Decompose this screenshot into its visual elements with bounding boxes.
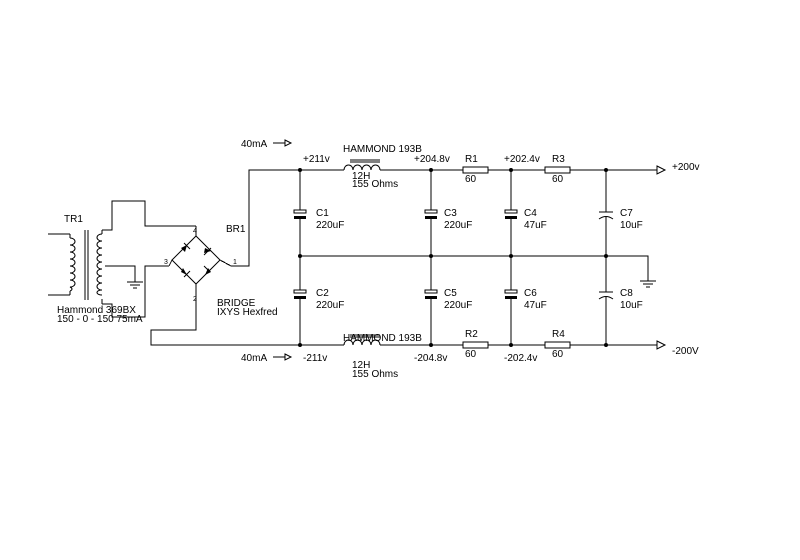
capacitor-c4-ref: C4 bbox=[524, 208, 537, 219]
capacitor-c8-value: 10uF bbox=[620, 300, 643, 311]
bridge-pin-1: 1 bbox=[233, 259, 237, 266]
top-rail: 40mA +211v HAMMOND 193B 12H 155 Ohms +20… bbox=[241, 139, 700, 190]
capacitor-c3-value: 220uF bbox=[444, 220, 472, 231]
resistor-r2-ref: R2 bbox=[465, 329, 478, 340]
negative-wire bbox=[150, 294, 344, 346]
bridge-ref-label: BR1 bbox=[226, 224, 246, 235]
bridge-pin-3: 3 bbox=[164, 259, 168, 266]
capacitor-c2-value: 220uF bbox=[316, 300, 344, 311]
transformer-tr1: TR1 Hammond 369BX 150 - 0 - 150 75mA bbox=[48, 214, 143, 325]
output-arrow-bottom bbox=[656, 340, 667, 350]
capacitor-c3-ref: C3 bbox=[444, 208, 457, 219]
choke-bottom-name: HAMMOND 193B bbox=[343, 333, 422, 344]
capacitor-c5 bbox=[424, 289, 438, 299]
resistor-r2-value: 60 bbox=[465, 349, 477, 360]
voltage-top-3: +202.4v bbox=[504, 154, 540, 165]
resistor-r1-value: 60 bbox=[465, 174, 477, 185]
voltage-bottom-out: -200V bbox=[672, 346, 699, 357]
voltage-bottom-3: -202.4v bbox=[504, 353, 537, 364]
resistor-r4 bbox=[544, 341, 571, 349]
choke-bottom-inductor bbox=[343, 334, 381, 346]
capacitor-c1-value: 220uF bbox=[316, 220, 344, 231]
choke-top-resistance: 155 Ohms bbox=[352, 179, 398, 190]
resistor-r2 bbox=[462, 341, 489, 349]
ground-symbol-ct bbox=[127, 281, 143, 289]
resistor-r3 bbox=[544, 166, 571, 174]
resistor-r4-ref: R4 bbox=[552, 329, 565, 340]
capacitor-c4 bbox=[504, 209, 518, 219]
choke-top-inductance: 12H bbox=[352, 171, 370, 182]
transformer-part-label: Hammond 369BX bbox=[57, 305, 136, 316]
capacitor-c1 bbox=[293, 209, 307, 219]
resistor-r3-value: 60 bbox=[552, 174, 564, 185]
capacitor-c7-value: 10uF bbox=[620, 220, 643, 231]
voltage-bottom-2: -204.8v bbox=[414, 353, 447, 364]
cap-column-3: C4 47uF C6 47uF bbox=[504, 170, 547, 345]
capacitor-c7-ref: C7 bbox=[620, 208, 633, 219]
voltage-bottom-1: -211v bbox=[303, 353, 327, 364]
current-arrow-bottom bbox=[273, 353, 293, 361]
capacitor-c2-ref: C2 bbox=[316, 288, 329, 299]
capacitor-c6-value: 47uF bbox=[524, 300, 547, 311]
capacitor-c5-ref: C5 bbox=[444, 288, 457, 299]
capacitor-c5-value: 220uF bbox=[444, 300, 472, 311]
capacitor-c3 bbox=[424, 209, 438, 219]
bridge-diode-br bbox=[203, 265, 211, 275]
resistor-r1-ref: R1 bbox=[465, 154, 478, 165]
resistor-r4-value: 60 bbox=[552, 349, 564, 360]
secondary-coil bbox=[96, 233, 103, 296]
choke-top-inductor bbox=[343, 159, 381, 171]
bridge-name-label: BRIDGE bbox=[217, 298, 256, 309]
bridge-part-label: IXYS Hexfred bbox=[217, 307, 278, 318]
bridge-pin-4: 4 bbox=[193, 228, 197, 235]
choke-bottom-resistance: 155 Ohms bbox=[352, 369, 398, 380]
resistor-r1 bbox=[462, 166, 489, 174]
voltage-top-2: +204.8v bbox=[414, 154, 450, 165]
positive-wire bbox=[231, 169, 344, 267]
current-label-top: 40mA bbox=[241, 139, 267, 150]
bridge-diode-tl bbox=[181, 242, 191, 252]
choke-top-name: HAMMOND 193B bbox=[343, 144, 422, 155]
capacitor-c6-ref: C6 bbox=[524, 288, 537, 299]
capacitor-c8 bbox=[598, 291, 614, 300]
capacitor-c7 bbox=[598, 211, 614, 220]
voltage-top-1: +211v bbox=[303, 154, 330, 165]
current-label-bottom: 40mA bbox=[241, 353, 267, 364]
capacitor-c2 bbox=[293, 289, 307, 299]
resistor-r3-ref: R3 bbox=[552, 154, 565, 165]
bridge-diode-bl bbox=[181, 268, 191, 278]
choke-bottom-inductance: 12H bbox=[352, 360, 370, 371]
bridge-pin-2: 2 bbox=[193, 296, 197, 303]
bottom-rail: 40mA -211v HAMMOND 193B 12H 155 Ohms -20… bbox=[241, 329, 699, 380]
ground-rail bbox=[300, 255, 656, 288]
capacitor-c8-ref: C8 bbox=[620, 288, 633, 299]
bridge-rectifier: BR1 1 2 3 4 BRIDGE IXYS Hexfred bbox=[164, 224, 278, 318]
transformer-ref-label: TR1 bbox=[64, 214, 83, 225]
current-arrow-top bbox=[273, 139, 293, 147]
capacitor-c4-value: 47uF bbox=[524, 220, 547, 231]
output-arrow-top bbox=[656, 165, 667, 175]
secondary-wiring bbox=[102, 200, 196, 318]
cap-column-1: C1 220uF C2 220uF bbox=[293, 170, 344, 345]
bridge-diode-tr bbox=[203, 247, 212, 256]
capacitor-c6 bbox=[504, 289, 518, 299]
junction-dots bbox=[298, 168, 608, 347]
capacitor-c1-ref: C1 bbox=[316, 208, 329, 219]
primary-coil bbox=[69, 237, 76, 292]
transformer-rating-label: 150 - 0 - 150 75mA bbox=[57, 314, 143, 325]
voltage-top-out: +200v bbox=[672, 162, 700, 173]
